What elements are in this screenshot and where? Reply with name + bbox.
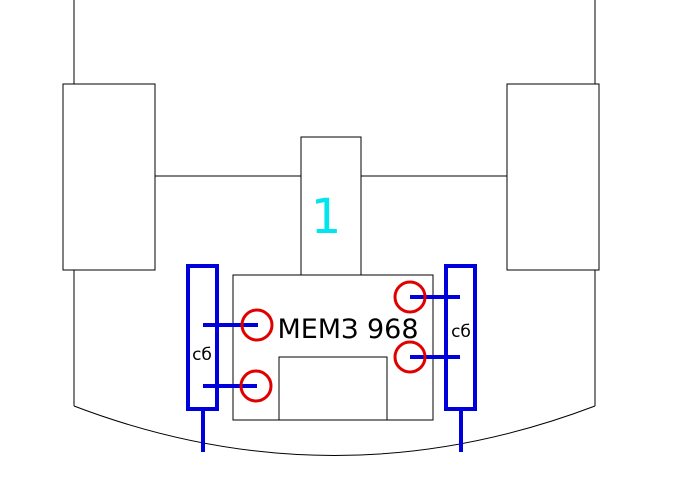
right-clamp-label: сб bbox=[451, 322, 471, 342]
bolt-hole-right-upper bbox=[393, 280, 427, 314]
bolt-hole-left-lower bbox=[239, 369, 273, 403]
engine-inner-block bbox=[278, 356, 388, 421]
body-outline bbox=[73, 0, 596, 456]
right-clamp: сб bbox=[410, 264, 477, 452]
bolt-hole-right-lower bbox=[393, 340, 427, 374]
component-label: МЕМЗ 968 bbox=[277, 314, 418, 345]
bottom-arc bbox=[73, 405, 596, 456]
bolt-hole-left-upper bbox=[240, 308, 274, 342]
bolt-holes bbox=[239, 280, 427, 403]
part-number-label: 1 bbox=[311, 189, 342, 245]
right-block bbox=[506, 83, 600, 271]
left-clamp: сб bbox=[186, 264, 258, 452]
left-block bbox=[62, 83, 156, 271]
left-clamp-label: сб bbox=[192, 345, 212, 365]
